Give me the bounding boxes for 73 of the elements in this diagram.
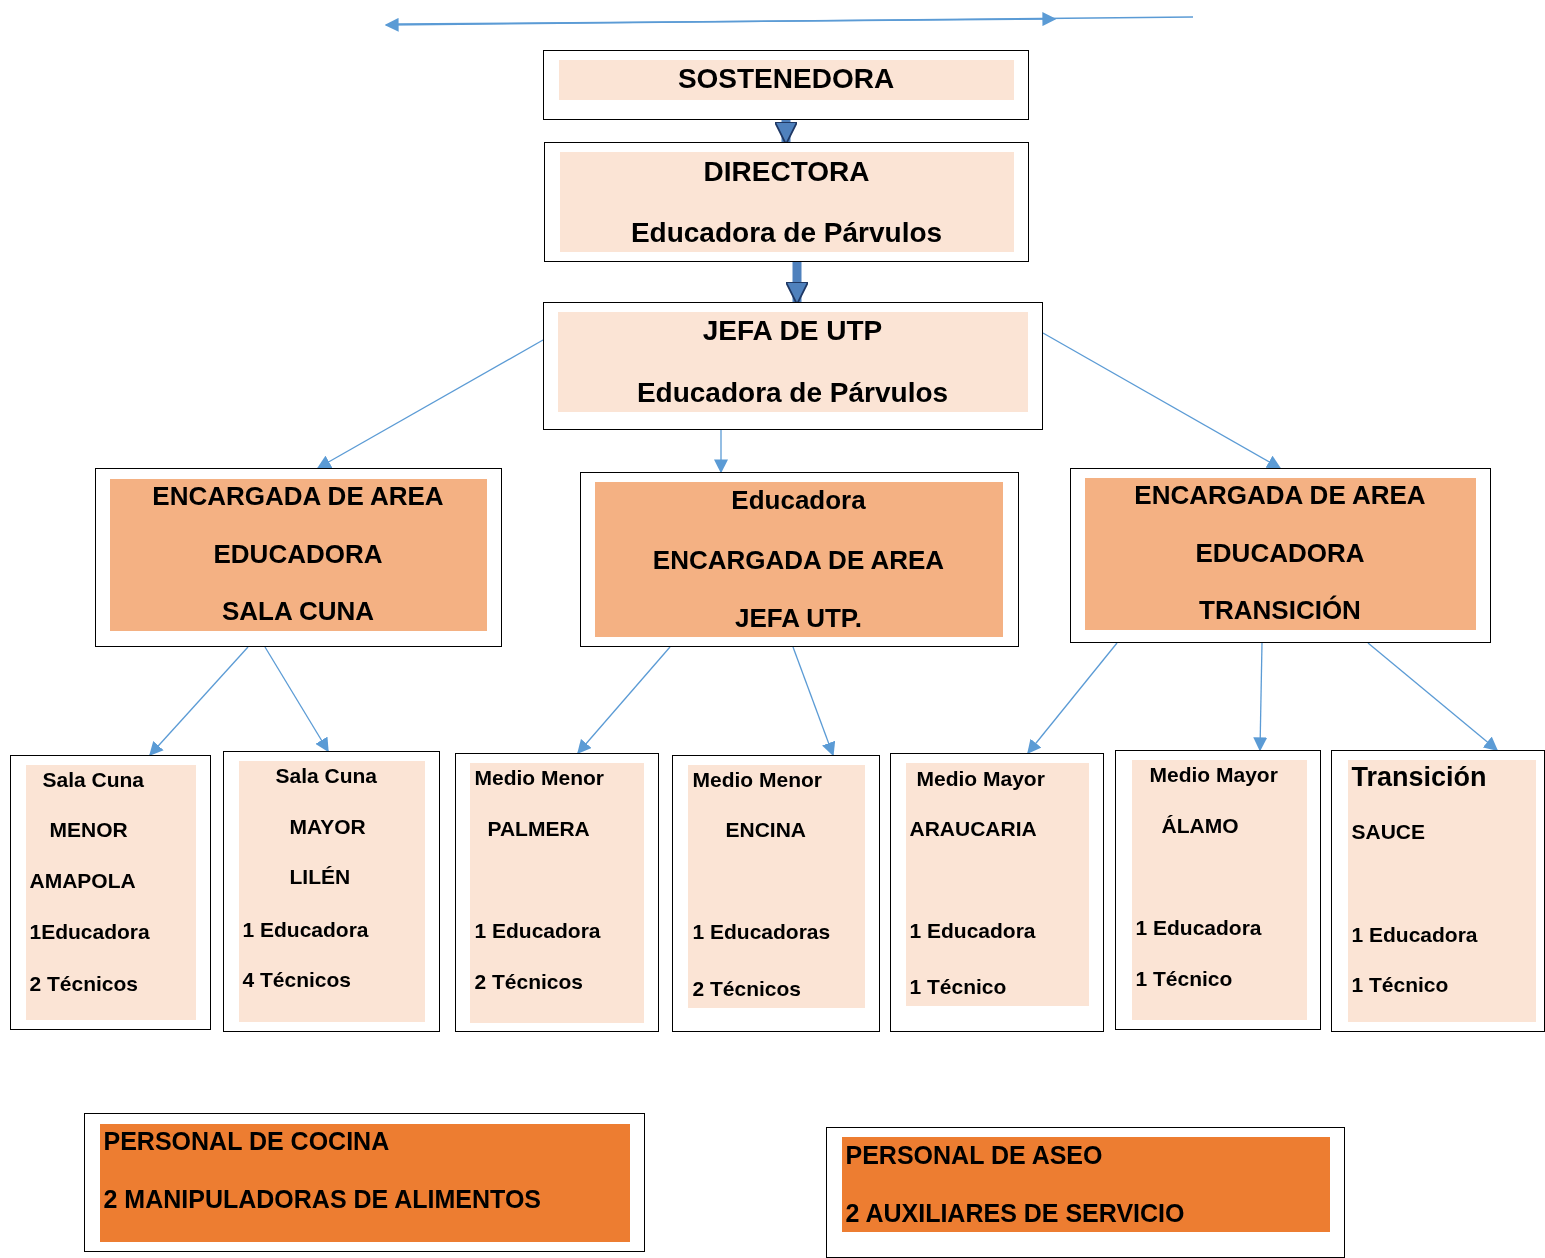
node-title: DIRECTORA	[702, 154, 871, 189]
node-title: ENCARGADA DE AREA	[151, 480, 445, 513]
classroom-box	[672, 755, 880, 1032]
classroom-box	[455, 753, 659, 1032]
node-text: JEFA UTP.	[733, 602, 864, 635]
node-text: EDUCADORA	[212, 538, 384, 571]
role-box	[544, 142, 1029, 262]
node-text: 1 Técnico	[909, 973, 1007, 1000]
node-title: Medio Mayor	[916, 765, 1045, 792]
classroom-box	[890, 753, 1104, 1032]
arrow	[792, 646, 836, 757]
node-text: SAUCE	[1351, 818, 1425, 845]
node-text: 1Educadora	[29, 918, 150, 945]
arrow	[714, 429, 728, 474]
node-text: ARAUCARIA	[909, 815, 1037, 842]
node-text: LILÉN	[289, 863, 351, 890]
staff-box	[84, 1113, 645, 1252]
node-title: Medio Menor	[474, 764, 604, 791]
staff-box	[826, 1127, 1345, 1258]
node-title: Educadora	[730, 484, 867, 517]
classroom-box	[10, 755, 211, 1030]
node-title: PERSONAL DE ASEO	[845, 1139, 1103, 1170]
area-box	[95, 468, 502, 647]
node-text: AMAPOLA	[29, 867, 136, 894]
node-title: Sala Cuna	[42, 766, 145, 793]
node-text: 1 Educadora	[1135, 914, 1262, 941]
node-text: 2 Técnicos	[692, 975, 802, 1002]
node-text: MAYOR	[289, 813, 366, 840]
node-text: SALA CUNA	[220, 595, 376, 628]
node-title: ENCARGADA DE AREA	[1133, 479, 1427, 512]
node-text: 1 Técnico	[1351, 971, 1449, 998]
node-title: Sala Cuna	[275, 762, 378, 789]
node-text: 2 Técnicos	[29, 970, 139, 997]
node-text: 4 Técnicos	[242, 966, 352, 993]
node-text: TRANSICIÓN	[1198, 594, 1362, 627]
node-text: ENCARGADA DE AREA	[651, 544, 946, 577]
node-title: Medio Mayor	[1149, 761, 1278, 788]
role-box	[543, 50, 1029, 120]
arrow	[264, 646, 329, 753]
node-text: 1 Técnico	[1135, 965, 1233, 992]
arrow	[149, 646, 249, 757]
node-title: PERSONAL DE COCINA	[103, 1125, 390, 1156]
node-text: 1 Educadora	[242, 916, 369, 943]
node-text: 1 Educadora	[1351, 921, 1478, 948]
role-box	[543, 302, 1043, 430]
classroom-box	[1115, 750, 1321, 1030]
arrow	[1042, 332, 1282, 469]
arrow	[1367, 642, 1499, 751]
node-text: 1 Educadora	[474, 917, 601, 944]
area-box	[580, 472, 1019, 647]
node-text: 1 Educadora	[909, 917, 1036, 944]
node-title: SOSTENEDORA	[676, 61, 896, 96]
node-title: Medio Menor	[692, 766, 822, 793]
node-title: JEFA DE UTP	[701, 313, 884, 348]
arrow	[316, 339, 544, 469]
classroom-box	[223, 751, 440, 1032]
node-text: PALMERA	[487, 815, 590, 842]
arrow	[577, 646, 671, 755]
node-text: Educadora de Párvulos	[629, 215, 944, 250]
node-title: Transición	[1351, 761, 1487, 794]
classroom-box	[1331, 750, 1545, 1032]
node-text: MENOR	[49, 816, 128, 843]
area-box	[1070, 468, 1491, 643]
node-text: 2 Técnicos	[474, 968, 584, 995]
node-text: ENCINA	[725, 816, 806, 843]
node-text: EDUCADORA	[1194, 537, 1366, 570]
node-text: Educadora de Párvulos	[635, 375, 950, 410]
node-text: 2 MANIPULADORAS DE ALIMENTOS	[103, 1183, 542, 1214]
arrow	[1253, 642, 1268, 752]
arrow	[1027, 642, 1118, 755]
node-text: ÁLAMO	[1161, 812, 1239, 839]
node-text: 1 Educadoras	[692, 918, 831, 945]
node-text: 2 AUXILIARES DE SERVICIO	[845, 1197, 1185, 1228]
